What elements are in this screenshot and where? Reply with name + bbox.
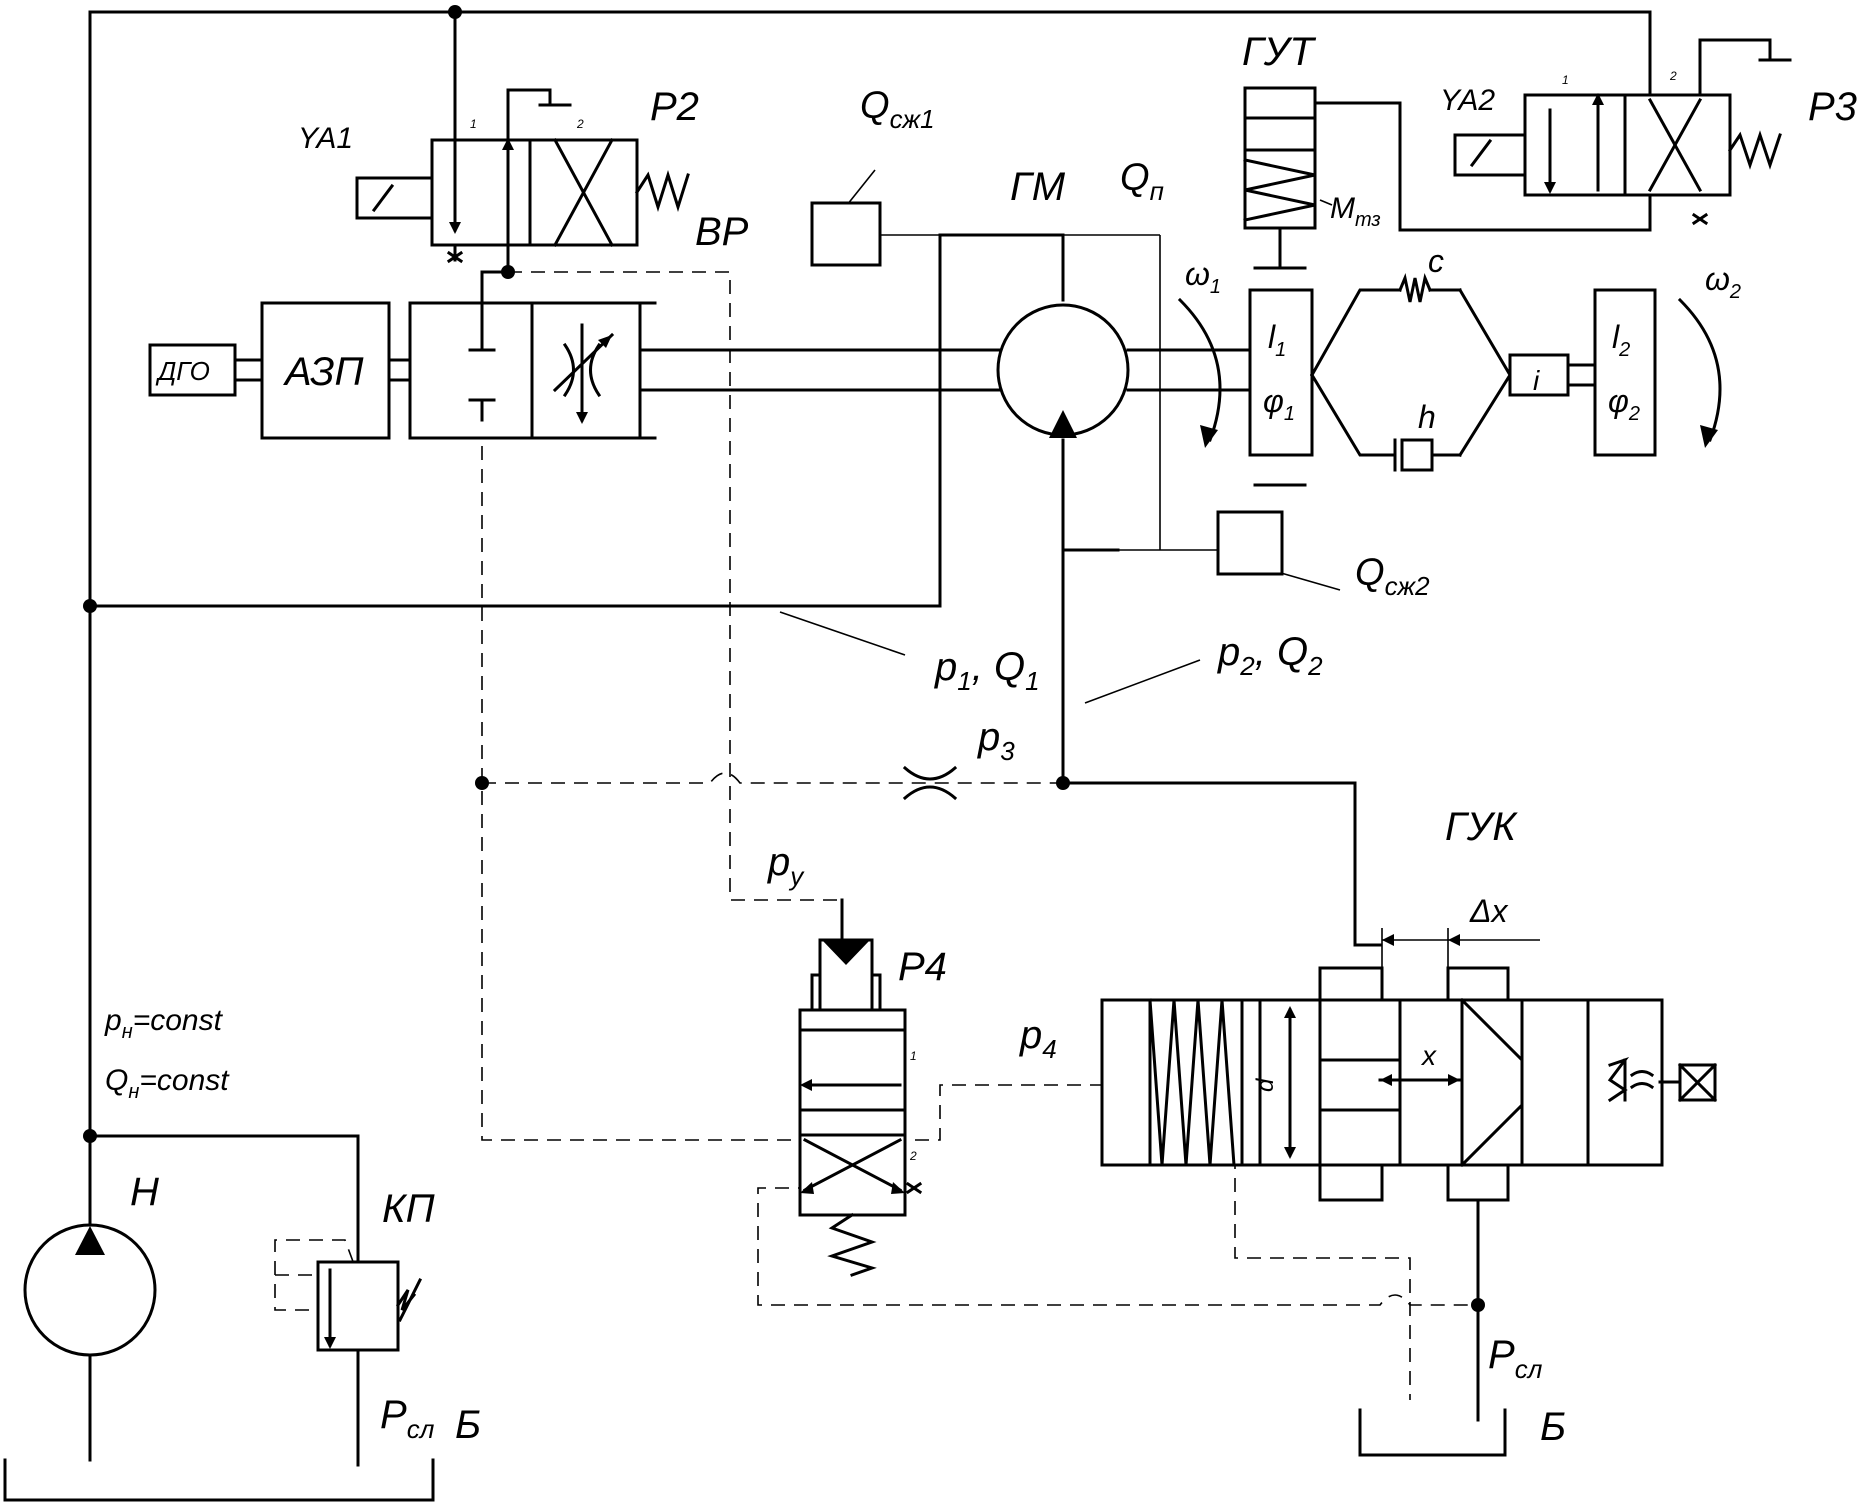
label-vr: ВР <box>695 210 749 254</box>
label-qszh1: Qсж1 <box>860 85 935 134</box>
label-p2q2: p2, Q2 <box>1217 630 1323 681</box>
label-l2: l2 <box>1612 319 1630 361</box>
label-p4: p4 <box>1019 1013 1057 1064</box>
label-p3: p3 <box>977 715 1015 766</box>
qszh1-box <box>810 201 882 267</box>
label-mtz: Mтз <box>1330 192 1381 231</box>
valve-vr <box>148 270 1002 440</box>
tanks <box>3 1408 1507 1502</box>
p3-port-2: 2 <box>1669 69 1677 83</box>
brake-gut <box>1243 86 1652 270</box>
pump <box>23 1223 157 1357</box>
label-x: x <box>1420 1040 1437 1071</box>
label-h: h <box>1418 399 1436 435</box>
label-gm: ГМ <box>1010 165 1066 209</box>
label-qszh2: Qсж2 <box>1355 552 1430 601</box>
label-py: pу <box>767 840 805 891</box>
transmission-model <box>1177 272 1722 487</box>
p3-port-1: 1 <box>1562 73 1569 87</box>
p4-port-1: 1 <box>910 1049 917 1063</box>
label-psl2: Рсл <box>1488 1333 1543 1384</box>
label-ya2: YA2 <box>1440 84 1495 117</box>
label-omega2: ω2 <box>1705 261 1741 303</box>
label-b1: Б <box>455 1403 481 1447</box>
label-azp: АЗП <box>283 350 364 394</box>
label-phi1: φ1 <box>1263 383 1295 425</box>
supply-lines <box>88 10 1652 1467</box>
p2-port-2: 2 <box>576 117 584 131</box>
throttle-p3 <box>902 765 958 801</box>
label-n: Н <box>130 1170 159 1214</box>
label-psl1: Рсл <box>380 1393 435 1444</box>
label-pn: pн=const <box>104 1004 224 1043</box>
p4-port-2: 2 <box>909 1149 917 1163</box>
valve-p4: 1 2 <box>798 898 923 1277</box>
label-phi2: φ2 <box>1608 383 1640 425</box>
label-guk: ГУК <box>1445 805 1518 849</box>
label-b2: Б <box>1540 1405 1566 1449</box>
p2-port-1: 1 <box>470 117 477 131</box>
relief-valve <box>316 1260 423 1352</box>
labels: YA1 P2 ВР Qсж1 ГМ Qп ГУТ Mтз YA2 P3 ДГО … <box>104 30 1857 1449</box>
label-dx: Δx <box>1469 893 1508 929</box>
label-ya1: YA1 <box>298 122 353 155</box>
label-kp: КП <box>382 1187 436 1231</box>
label-d: d <box>1252 1078 1279 1092</box>
label-c: c <box>1428 243 1444 279</box>
label-p4-valve: P4 <box>898 945 947 989</box>
qszh2-box <box>1216 510 1284 576</box>
label-qn: Qн=const <box>105 1064 230 1103</box>
guk-unit <box>1100 928 1718 1202</box>
valve-p3: 1 2 <box>1453 38 1792 226</box>
label-l1: l1 <box>1268 319 1286 361</box>
valve-p2: 1 2 <box>355 88 690 274</box>
label-p3: P3 <box>1808 85 1857 129</box>
label-dgo: ДГО <box>155 356 210 386</box>
label-qp: Qп <box>1120 157 1164 206</box>
hydraulic-motor <box>996 303 1252 438</box>
label-p2: P2 <box>650 85 699 129</box>
label-omega1: ω1 <box>1185 256 1221 298</box>
label-i: i <box>1533 365 1540 396</box>
label-gut: ГУТ <box>1242 30 1316 74</box>
label-p1q1: p1, Q1 <box>934 645 1040 696</box>
